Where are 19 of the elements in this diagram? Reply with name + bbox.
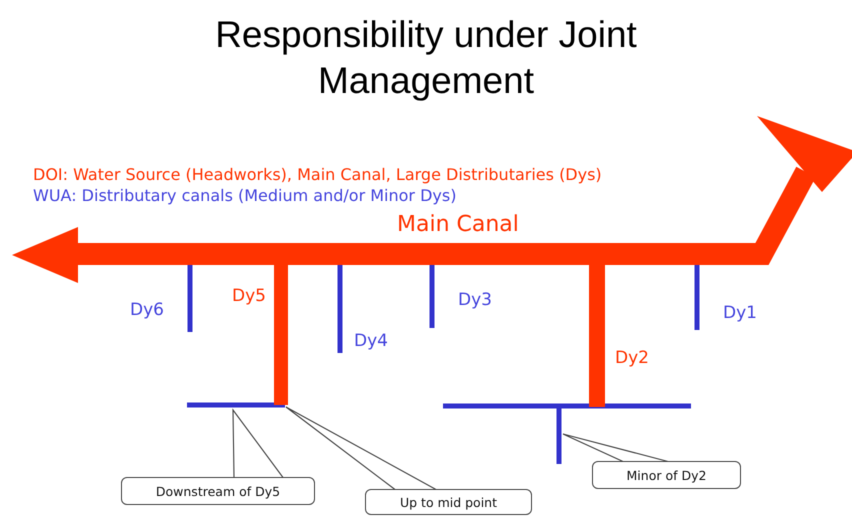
title: Responsibility under Joint Management [214,13,638,103]
canal-label: Dy4 [354,331,388,351]
canal-label: Dy6 [130,300,164,320]
callout-text: Downstream of Dy5 [156,484,280,498]
leader-line [285,406,436,490]
legend-note: WUA: Distributary canals (Medium and/or Minor Dys) [33,186,456,205]
leader-line [232,408,284,478]
canal-label: Dy1 [723,303,757,323]
canal-label: Main Canal [397,212,519,237]
canal-label: Dy5 [232,286,266,306]
callout-box [592,461,741,489]
callout-text: Minor of Dy2 [626,468,706,482]
callout-text: Up to mid point [400,494,497,510]
canal-label: Dy3 [458,290,492,310]
canal-label: Dy2 [615,348,649,368]
callout-box [121,477,315,505]
leader-line [562,433,668,462]
callout-box [365,489,532,515]
legend-note: DOI: Water Source (Headworks), Main Canal, Large Distributaries (Dys) [33,165,602,184]
